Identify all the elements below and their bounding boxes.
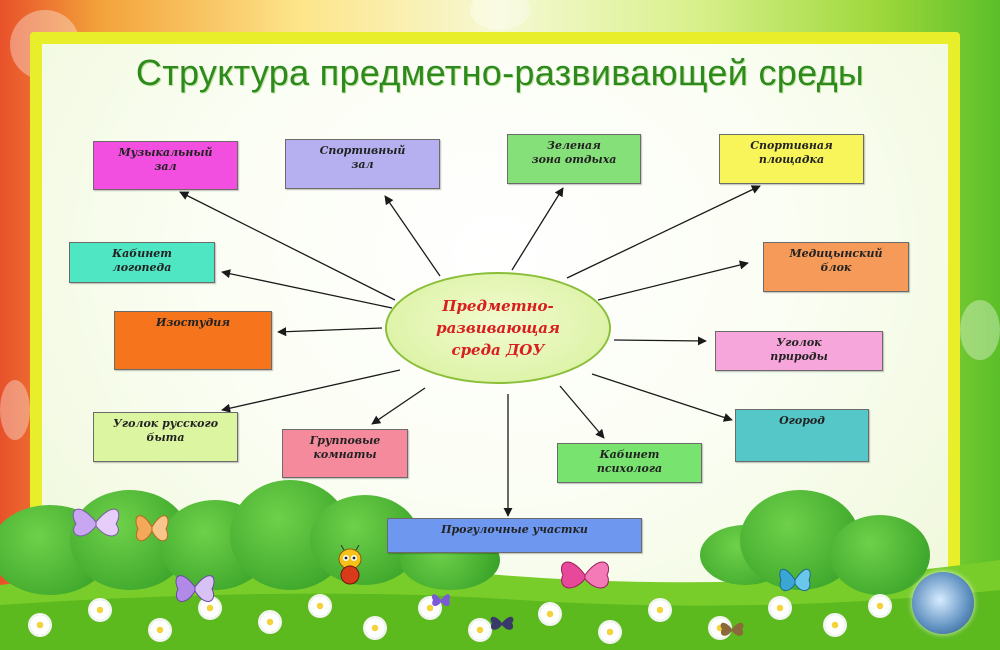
node-speech-room: Кабинет логопеда <box>69 242 215 283</box>
daisy-flower <box>600 622 620 642</box>
daisy-flower <box>870 596 890 616</box>
daisy-flower <box>540 604 560 624</box>
daisy-flower <box>770 598 790 618</box>
node-group-rooms: Групповые комнаты <box>282 429 408 478</box>
page-title: Структура предметно-развивающей среды <box>135 52 865 93</box>
butterfly-icon <box>175 575 215 602</box>
daisy-flower <box>825 615 845 635</box>
daisy-flower <box>260 612 280 632</box>
butterfly-icon <box>431 594 451 607</box>
center-node: Предметно- развивающая среда ДОУ <box>385 272 611 384</box>
butterfly-icon <box>561 561 609 589</box>
bush <box>830 515 930 595</box>
node-sport-ground: Спортивная площадка <box>719 134 864 184</box>
arrow-to-green-zone <box>511 187 564 271</box>
daisy-flower <box>200 598 220 618</box>
butterfly-icon <box>72 508 120 537</box>
arrow-to-garden <box>591 373 733 422</box>
butterfly-icon <box>720 622 744 636</box>
butterfly-icon <box>135 515 169 542</box>
arrow-to-sport-hall <box>384 195 441 277</box>
node-walk-areas: Прогулочные участки <box>387 518 642 553</box>
bokeh-light <box>0 380 30 440</box>
node-garden: Огород <box>735 409 869 462</box>
daisy-flower <box>150 620 170 640</box>
logo-badge <box>912 572 974 634</box>
node-art-studio: Изостудия <box>114 311 272 370</box>
daisy-flower <box>90 600 110 620</box>
arrow-to-nature-corner <box>613 336 707 346</box>
node-nature-corner: Уголок природы <box>715 331 883 371</box>
node-medical-block: Медицынский блок <box>763 242 909 292</box>
daisy-flower <box>650 600 670 620</box>
bee-mascot-icon <box>338 545 362 585</box>
arrow-to-psych-room <box>559 385 605 439</box>
arrow-to-sport-ground <box>566 185 761 279</box>
butterfly-icon <box>490 616 514 630</box>
arrow-to-medical-block <box>597 260 749 301</box>
node-sport-hall: Спортивный зал <box>285 139 440 189</box>
arrow-to-russian-corner <box>221 369 401 413</box>
arrow-to-art-studio <box>277 327 383 337</box>
arrow-to-group-rooms <box>371 387 426 425</box>
node-music-hall: Музыкальный зал <box>93 141 238 190</box>
daisy-flower <box>470 620 490 640</box>
node-psych-room: Кабинет психолога <box>557 443 702 483</box>
daisy-flower <box>365 618 385 638</box>
arrow-to-speech-room <box>221 269 393 309</box>
bokeh-light <box>960 300 1000 360</box>
node-green-zone: Зеленая зона отдыха <box>507 134 641 184</box>
butterfly-icon <box>779 568 811 592</box>
daisy-flower <box>310 596 330 616</box>
arrow-to-music-hall <box>179 191 396 301</box>
daisy-flower <box>30 615 50 635</box>
node-russian-corner: Уголок русского быта <box>93 412 238 462</box>
